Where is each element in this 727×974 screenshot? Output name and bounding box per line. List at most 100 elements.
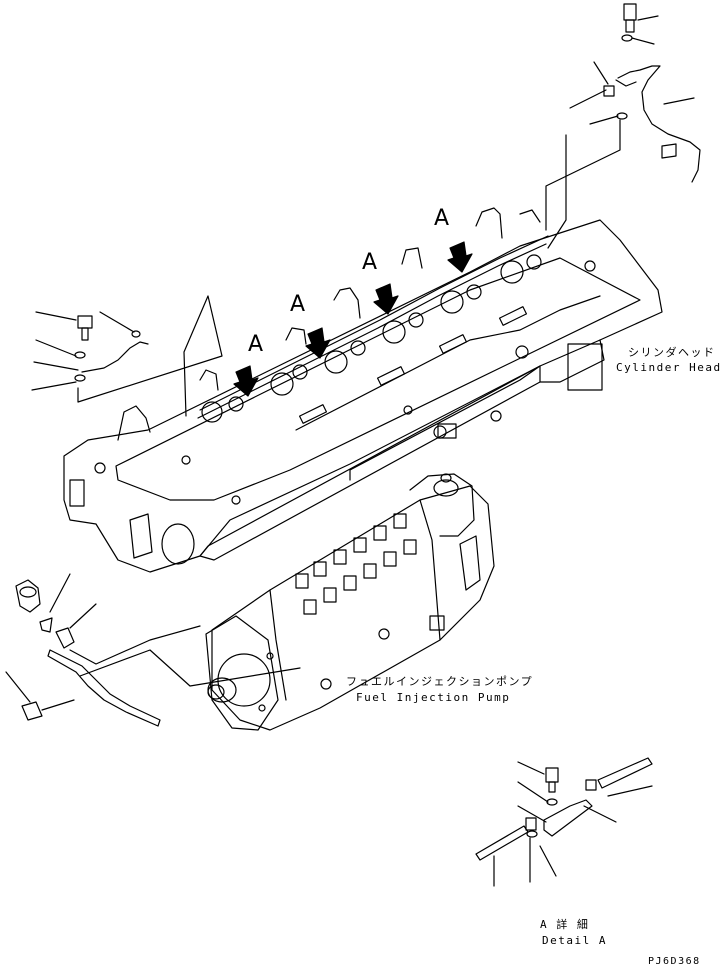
left-washer-2 [75, 375, 85, 381]
delivery-valve [364, 564, 376, 578]
injector-boss [293, 365, 307, 379]
top-bolt-shank [626, 20, 634, 32]
delivery-valve [354, 538, 366, 552]
cylinder-head-label-jp: シリンダヘッド [628, 346, 716, 359]
detail-hose-2 [476, 826, 528, 860]
detail-eye-fitting [544, 800, 592, 836]
head-block-lug [438, 424, 456, 438]
pump-side-nut [430, 616, 444, 630]
cylinder-head [64, 208, 662, 572]
top-bracket [662, 144, 676, 158]
rocker-tower [334, 288, 360, 318]
injector-boss [501, 261, 523, 283]
injector-boss [409, 313, 423, 327]
banjo-bolt [16, 580, 40, 612]
pump-drive-housing [218, 654, 270, 706]
pipe-clip [56, 628, 74, 648]
detail-bolt-shank [549, 782, 555, 792]
arrow-a-1 [234, 366, 258, 396]
delivery-valve [314, 562, 326, 576]
injector-boss [229, 397, 243, 411]
head-bolt-hole [404, 406, 412, 414]
leader-line [664, 98, 694, 104]
head-end-block [568, 344, 602, 390]
rocker-tower [520, 210, 540, 222]
head-end-pad [70, 480, 84, 506]
cylinder-head-label-en: Cylinder Head [616, 361, 722, 374]
part-code: PJ6D368 [648, 956, 701, 967]
top-pipe [618, 66, 700, 182]
left-clip [132, 331, 140, 337]
leader-line [540, 846, 556, 876]
pump-plug [321, 679, 331, 689]
callout-a-3: A [362, 250, 378, 275]
delivery-valve [344, 576, 356, 590]
leader-line [100, 312, 134, 332]
leader-line [548, 135, 566, 248]
leader-line [36, 312, 76, 320]
leader-line [518, 782, 548, 802]
head-deck-inner [296, 296, 600, 430]
leader-line [32, 382, 76, 390]
pump-rear-edge [420, 500, 440, 640]
left-pipe [82, 342, 148, 372]
head-bolt-hole [585, 261, 595, 271]
pump-bolt [267, 653, 273, 659]
pump-governor [410, 474, 474, 536]
pump-face-edge [270, 590, 286, 700]
delivery-valve [304, 600, 316, 614]
head-bolt-hole [182, 456, 190, 464]
leader-line [518, 806, 546, 822]
callout-a-2: A [290, 292, 306, 317]
detail-bolt-head [546, 768, 558, 782]
injector-boss [441, 291, 463, 313]
leader-line [546, 120, 620, 230]
fuel-pump-label-en: Fuel Injection Pump [356, 691, 511, 704]
delivery-valve [324, 588, 336, 602]
left-washer [75, 352, 85, 358]
arrow-a-3 [374, 284, 398, 314]
head-slot [300, 405, 327, 424]
lower-left-pipe-assembly [6, 574, 300, 726]
leader-line [570, 90, 606, 108]
pump-plug [379, 629, 389, 639]
top-return-pipe-assembly [546, 4, 700, 248]
detail-a-label-en: Detail A [542, 934, 607, 947]
leader-line [6, 672, 30, 702]
head-outline [64, 220, 662, 572]
leader-line [80, 650, 300, 686]
delivery-valve [384, 552, 396, 566]
lower-bolt-shank [42, 700, 74, 710]
detail-hose-clamp [586, 780, 596, 790]
detail-hose-clamp-2 [526, 818, 536, 830]
injector-boss [467, 285, 481, 299]
head-slot [440, 335, 467, 354]
delivery-valve [334, 550, 346, 564]
callout-a-1: A [248, 332, 264, 357]
delivery-valve [394, 514, 406, 528]
left-parts [32, 296, 222, 416]
head-bolt-hole [95, 463, 105, 473]
pump-side-bracket [460, 536, 480, 590]
callout-a-4: A [434, 206, 450, 231]
pump-bolt [259, 705, 265, 711]
fuel-spill-tube-lower [198, 244, 546, 418]
banjo-bolt-head [20, 587, 36, 597]
top-pipe-eye [616, 80, 636, 86]
pump-governor-top [441, 474, 451, 482]
pump-governor-cap [434, 480, 458, 496]
arrow-a-4 [448, 242, 472, 272]
left-bolt-shank [82, 328, 88, 340]
head-port [162, 524, 194, 564]
pump-drive-shaft-end [208, 685, 224, 699]
leader-line [632, 38, 654, 44]
leader-line [78, 296, 222, 416]
injector-boss [271, 373, 293, 395]
detail-a-label-jp: A 詳 細 [540, 918, 590, 931]
head-lower-rim [350, 366, 540, 480]
spring-clip [40, 618, 52, 632]
leader-line [518, 762, 544, 774]
rocker-tower [200, 370, 218, 390]
injector-boss [383, 321, 405, 343]
delivery-valve [374, 526, 386, 540]
